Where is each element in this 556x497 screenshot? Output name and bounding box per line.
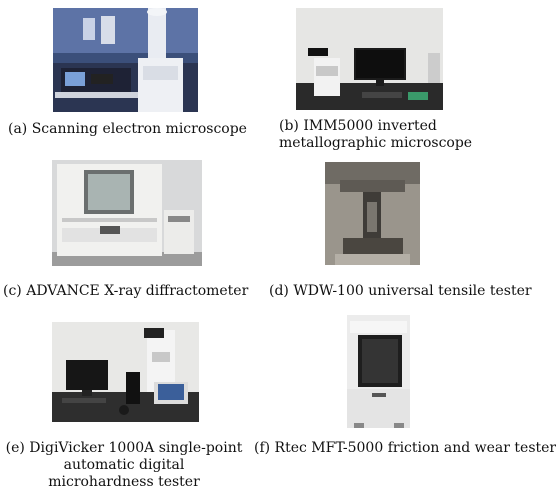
photo-friction-wear-tester [344,313,413,430]
caption-c: (c) ADVANCE X-ray diffractometer [3,283,249,299]
photo-xray-diffractometer [52,160,202,266]
photo-inverted-metallographic-microscope [296,8,443,110]
photo-microhardness-tester [52,322,199,422]
caption-e: (e) DigiVicker 1000A single-point automa… [5,440,243,490]
caption-f: (f) Rtec MFT-5000 friction and wear test… [254,440,556,456]
caption-a: (a) Scanning electron microscope [8,121,247,137]
photo-universal-tensile-tester [325,162,420,265]
caption-b: (b) IMM5000 inverted metallographic micr… [279,118,473,151]
caption-d: (d) WDW-100 universal tensile tester [269,283,532,299]
photo-scanning-electron-microscope [53,8,198,112]
